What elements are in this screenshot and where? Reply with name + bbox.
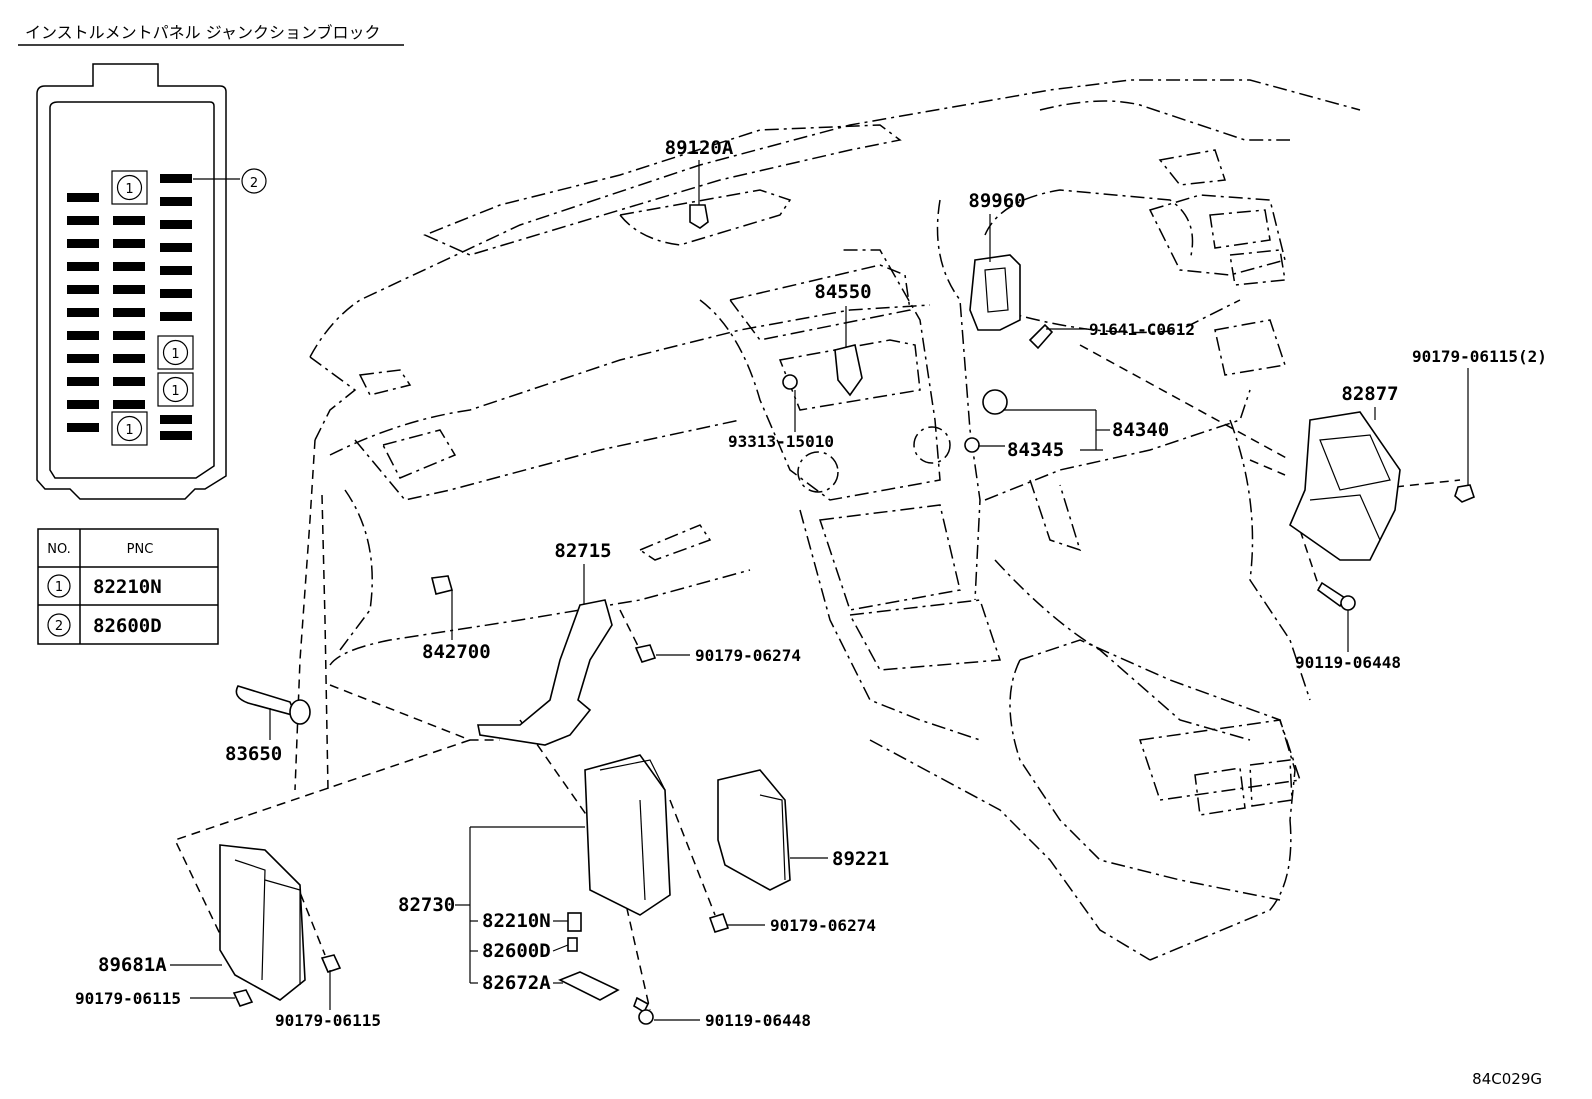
part-nut-90179-06115a	[232, 989, 254, 1007]
fuse-slots-middle	[113, 216, 145, 409]
part-knob-83650	[235, 685, 311, 725]
label-83650: 83650	[225, 743, 282, 765]
diagram-title: インストルメントパネル ジャンクションブロック	[25, 23, 381, 42]
label-89221: 89221	[832, 848, 889, 870]
table-header-no: NO.	[47, 542, 71, 557]
svg-text:1: 1	[171, 347, 179, 362]
label-82210n: 82210N	[482, 910, 551, 932]
label-90179-06115-2: 90179-06115(2)	[1412, 347, 1547, 366]
callout-marker-2	[241, 168, 267, 194]
part-bolt-90119-06448a	[1316, 581, 1356, 611]
part-switch-84340	[964, 389, 1008, 453]
part-bolt-90119-06448b	[633, 996, 654, 1025]
table-row-2-pnc: 82600D	[93, 615, 162, 637]
label-842700: 842700	[422, 641, 491, 663]
table-header-pnc: PNC	[127, 542, 154, 557]
callout-marker-2-label: 2	[250, 176, 258, 191]
instrument-panel-outline	[173, 79, 1461, 1011]
part-nut-90179-06115-2	[1454, 484, 1475, 503]
part-cover-82672a	[558, 971, 620, 1001]
label-84340: 84340	[1112, 419, 1169, 441]
table-row-2-no: 2	[55, 619, 63, 634]
part-ecu-89681a	[219, 844, 306, 1001]
relay-marker-mid1: 1	[157, 335, 194, 370]
label-82715: 82715	[554, 540, 611, 562]
relay-marker-mid2: 1	[157, 372, 194, 407]
part-connector-842700	[431, 575, 453, 595]
label-91641-c0612: 91641-C0612	[1089, 320, 1195, 339]
label-90119-06448-b: 90119-06448	[705, 1011, 811, 1030]
label-89120a: 89120A	[665, 137, 734, 159]
part-duct-82877	[1289, 411, 1401, 561]
part-bracket-82715	[477, 599, 613, 746]
part-module-89960	[969, 254, 1021, 331]
part-fuse-82600d	[567, 937, 578, 952]
label-82672a: 82672A	[482, 972, 551, 994]
label-90119-06448-a: 90119-06448	[1295, 653, 1401, 672]
fuse-slots-right	[160, 174, 192, 440]
part-sensor-84550	[782, 344, 863, 397]
part-nut-90179-06274b	[708, 913, 730, 933]
part-junction-block-82730	[584, 754, 671, 916]
part-relay-82210n	[567, 912, 582, 932]
table-row-1-no: 1	[55, 580, 63, 595]
label-82877: 82877	[1341, 383, 1398, 405]
svg-text:1: 1	[125, 423, 133, 438]
part-nut-90179-06274a	[634, 644, 657, 663]
part-ecu-89221	[717, 769, 791, 891]
label-82600d: 82600D	[482, 940, 551, 962]
label-82730: 82730	[398, 894, 455, 916]
label-84345: 84345	[1007, 439, 1064, 461]
table-row-1-pnc: 82210N	[93, 576, 162, 598]
svg-text:1: 1	[125, 182, 133, 197]
part-labels: 89120A 89960 84550 91641-C0612 90179-061…	[75, 137, 1547, 1030]
label-89681a: 89681A	[98, 954, 167, 976]
fuse-slots-left	[67, 193, 99, 432]
label-90179-06115-b: 90179-06115	[275, 1011, 381, 1030]
label-93313-15010: 93313-15010	[728, 432, 834, 451]
label-89960: 89960	[968, 190, 1025, 212]
part-nut-90179-06115b	[320, 954, 342, 973]
relay-marker-bottom: 1	[111, 411, 148, 446]
label-90179-06115-a: 90179-06115	[75, 989, 181, 1008]
diagram-code: 84C029G	[1472, 1070, 1542, 1088]
label-90179-06274-a: 90179-06274	[695, 646, 801, 665]
junction-block-illustration: 1 1 1 1 2	[36, 63, 267, 500]
part-bolt-91641	[1028, 323, 1054, 350]
label-84550: 84550	[814, 281, 871, 303]
relay-marker-top: 1	[111, 170, 148, 205]
part-clip-89120a	[689, 204, 709, 229]
leader-lines	[170, 160, 1469, 1021]
svg-text:1: 1	[171, 384, 179, 399]
label-90179-06274-b: 90179-06274	[770, 916, 876, 935]
pnc-table: NO. PNC 1 82210N 2 82600D	[37, 528, 219, 645]
